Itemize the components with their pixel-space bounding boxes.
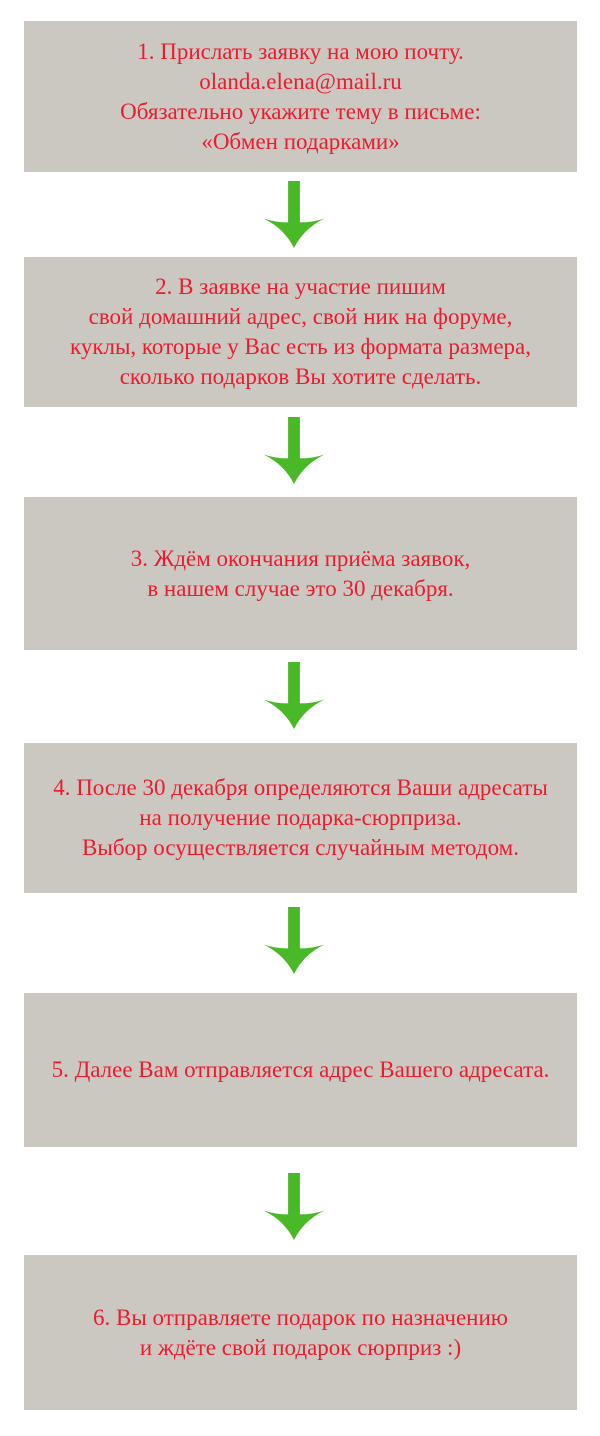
step-6-line-1: 6. Вы отправляете подарок по назначению (93, 1304, 508, 1330)
step-3-line-1: 3. Ждём окончания приёма заявок, (130, 545, 471, 571)
step-box-6: 6. Вы отправляете подарок по назначению … (24, 1255, 577, 1410)
step-4-line-3: Выбор осуществляется случайным методом. (82, 835, 519, 860)
step-1-line-1: 1. Прислать заявку на мою почту. (137, 38, 464, 64)
step-1-email: olanda.elena@mail.ru (199, 68, 402, 94)
down-arrow-icon (262, 662, 326, 729)
step-4-line-2: на получение подарка-сюрприза. (139, 805, 462, 830)
down-arrow-icon (262, 181, 326, 248)
step-1-line-3: Обязательно укажите тему в письме: (120, 98, 481, 124)
step-6-line-2: и ждёте свой подарок сюрприз :) (139, 1334, 462, 1360)
down-arrow-icon (262, 1173, 326, 1240)
step-box-2: 2. В заявке на участие пишим свой домашн… (24, 257, 577, 407)
step-5-line-1: 5. Далее Вам отправляется адрес Вашего а… (51, 1057, 550, 1082)
step-1-line-4: «Обмен подарками» (201, 128, 400, 154)
step-2-line-3: куклы, которые у Вас есть из формата раз… (69, 334, 532, 359)
step-box-4: 4. После 30 декабря определяются Ваши ад… (24, 743, 577, 893)
step-2-line-4: сколько подарков Вы хотите сделать. (119, 364, 482, 389)
step-4-line-1: 4. После 30 декабря определяются Ваши ад… (53, 775, 548, 800)
step-2-line-1: 2. В заявке на участие пишим (155, 274, 446, 299)
down-arrow-icon (262, 907, 326, 974)
step-3-line-2: в нашем случае это 30 декабря. (147, 575, 454, 601)
step-2-line-2: свой домашний адрес, свой ник на форуме, (88, 304, 513, 329)
step-box-5: 5. Далее Вам отправляется адрес Вашего а… (24, 993, 577, 1147)
down-arrow-icon (262, 417, 326, 484)
step-box-1: 1. Прислать заявку на мою почту. olanda.… (24, 21, 577, 172)
step-box-3: 3. Ждём окончания приёма заявок, в нашем… (24, 497, 577, 650)
